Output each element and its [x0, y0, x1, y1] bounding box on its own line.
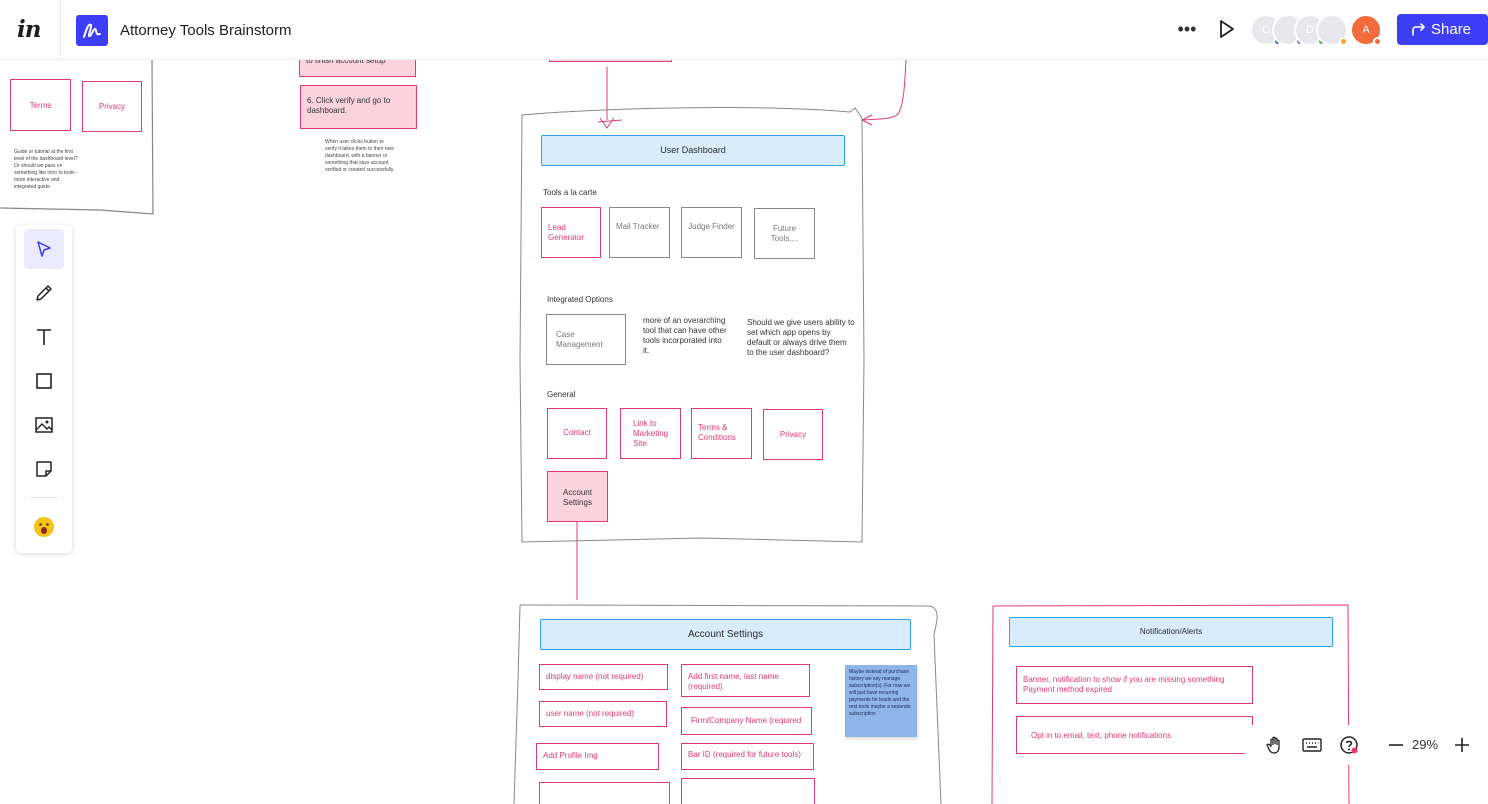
- sticky-note-icon: [36, 461, 52, 477]
- zoom-in-icon[interactable]: [1452, 735, 1472, 755]
- tool-palette: [16, 225, 72, 553]
- share-icon: [1412, 23, 1425, 36]
- pen-tool-button[interactable]: [24, 273, 64, 313]
- general-contact[interactable]: Contact: [547, 408, 607, 459]
- field-left-4[interactable]: [539, 782, 670, 804]
- general-marketing-link[interactable]: Link to Marketing Site: [620, 408, 681, 459]
- user-dashboard-header[interactable]: User Dashboard: [541, 135, 845, 166]
- general-privacy[interactable]: Privacy: [763, 409, 823, 460]
- field-bar-id[interactable]: Bar ID (required for future tools): [681, 743, 814, 770]
- notifications-header[interactable]: Notification/Alerts: [1009, 617, 1333, 647]
- text-tool-button[interactable]: [24, 317, 64, 357]
- general-heading[interactable]: General: [547, 390, 576, 399]
- emoji-tool-button[interactable]: [24, 507, 64, 547]
- invision-logo[interactable]: in: [17, 16, 41, 43]
- share-label: Share: [1431, 21, 1472, 38]
- step-5-box[interactable]: to finish account setup: [299, 60, 416, 77]
- image-tool-button[interactable]: [24, 405, 64, 445]
- privacy-box[interactable]: Privacy: [82, 81, 142, 132]
- top-bar: in Attorney Tools Brainstorm ••• C D A S…: [0, 0, 1488, 60]
- notification-opt-in-item[interactable]: Opt in to email, text, phone notificatio…: [1016, 716, 1253, 754]
- integrated-note[interactable]: more of an overarching tool that can hav…: [643, 316, 727, 355]
- field-user-name[interactable]: user name (not required): [539, 701, 667, 727]
- hand-tool-icon[interactable]: [1265, 735, 1285, 755]
- divider: [60, 0, 61, 60]
- select-icon: [37, 241, 51, 257]
- more-options-icon[interactable]: •••: [1177, 19, 1197, 39]
- step-6-box[interactable]: 6. Click verify and go to dashboard.: [300, 85, 417, 129]
- field-full-name[interactable]: Add first name, last name (required): [681, 664, 810, 697]
- case-management-box[interactable]: Case Management: [546, 314, 626, 365]
- account-settings-box[interactable]: Account Settings: [547, 471, 608, 522]
- top-step-box[interactable]: [549, 60, 672, 62]
- zoom-level[interactable]: 29%: [1412, 737, 1439, 752]
- tool-future-tools[interactable]: Future Tools....: [754, 208, 815, 259]
- verify-note[interactable]: When user clicks button to verify it tak…: [325, 139, 395, 173]
- collaborator-avatar[interactable]: [1316, 14, 1348, 46]
- sticky-note-tool-button[interactable]: [24, 449, 64, 489]
- notification-banner-item[interactable]: Banner, notification to show if you are …: [1016, 666, 1253, 704]
- default-app-question[interactable]: Should we give users ability to set whic…: [747, 318, 855, 357]
- help-icon[interactable]: [1339, 735, 1359, 755]
- guide-note[interactable]: Guide or tutorial at the first level of …: [14, 149, 78, 190]
- pen-icon: [36, 285, 52, 301]
- bottom-controls: [1245, 725, 1488, 765]
- toolbar-separator: [30, 497, 58, 498]
- integrated-heading[interactable]: Integrated Options: [547, 295, 613, 304]
- account-settings-header[interactable]: Account Settings: [540, 619, 911, 650]
- present-play-icon[interactable]: [1218, 18, 1240, 42]
- share-button[interactable]: Share: [1397, 14, 1488, 45]
- field-firm-name[interactable]: Firm/Company Name (required: [681, 707, 812, 735]
- select-tool-button[interactable]: [24, 229, 64, 269]
- tool-lead-generator[interactable]: Lead Generator: [541, 207, 601, 258]
- field-profile-img[interactable]: Add Profile Img: [536, 743, 659, 770]
- subscription-sticky-note[interactable]: Maybe instead of purchase history we say…: [845, 665, 917, 737]
- zoom-out-icon[interactable]: [1386, 735, 1406, 755]
- rectangle-tool-button[interactable]: [24, 361, 64, 401]
- tool-mail-tracker[interactable]: Mail Tracker: [609, 207, 670, 258]
- text-icon: [37, 329, 51, 345]
- board-title[interactable]: Attorney Tools Brainstorm: [120, 22, 292, 39]
- board-icon[interactable]: [76, 15, 108, 46]
- field-right-4[interactable]: [681, 778, 815, 804]
- tools-heading[interactable]: Tools a la carte: [543, 188, 597, 197]
- terms-box[interactable]: Terms: [10, 79, 71, 131]
- whiteboard-canvas[interactable]: Terms Privacy Guide or tutorial at the f…: [0, 60, 1488, 804]
- general-terms[interactable]: Terms & Conditions: [691, 408, 752, 459]
- current-user-avatar[interactable]: A: [1350, 14, 1382, 46]
- emoji-icon: [34, 517, 54, 537]
- tool-judge-finder[interactable]: Judge Finder: [681, 207, 742, 258]
- rectangle-icon: [36, 373, 52, 389]
- keyboard-icon[interactable]: [1302, 735, 1322, 755]
- image-icon: [35, 417, 53, 433]
- field-display-name[interactable]: display name (not required): [539, 664, 668, 690]
